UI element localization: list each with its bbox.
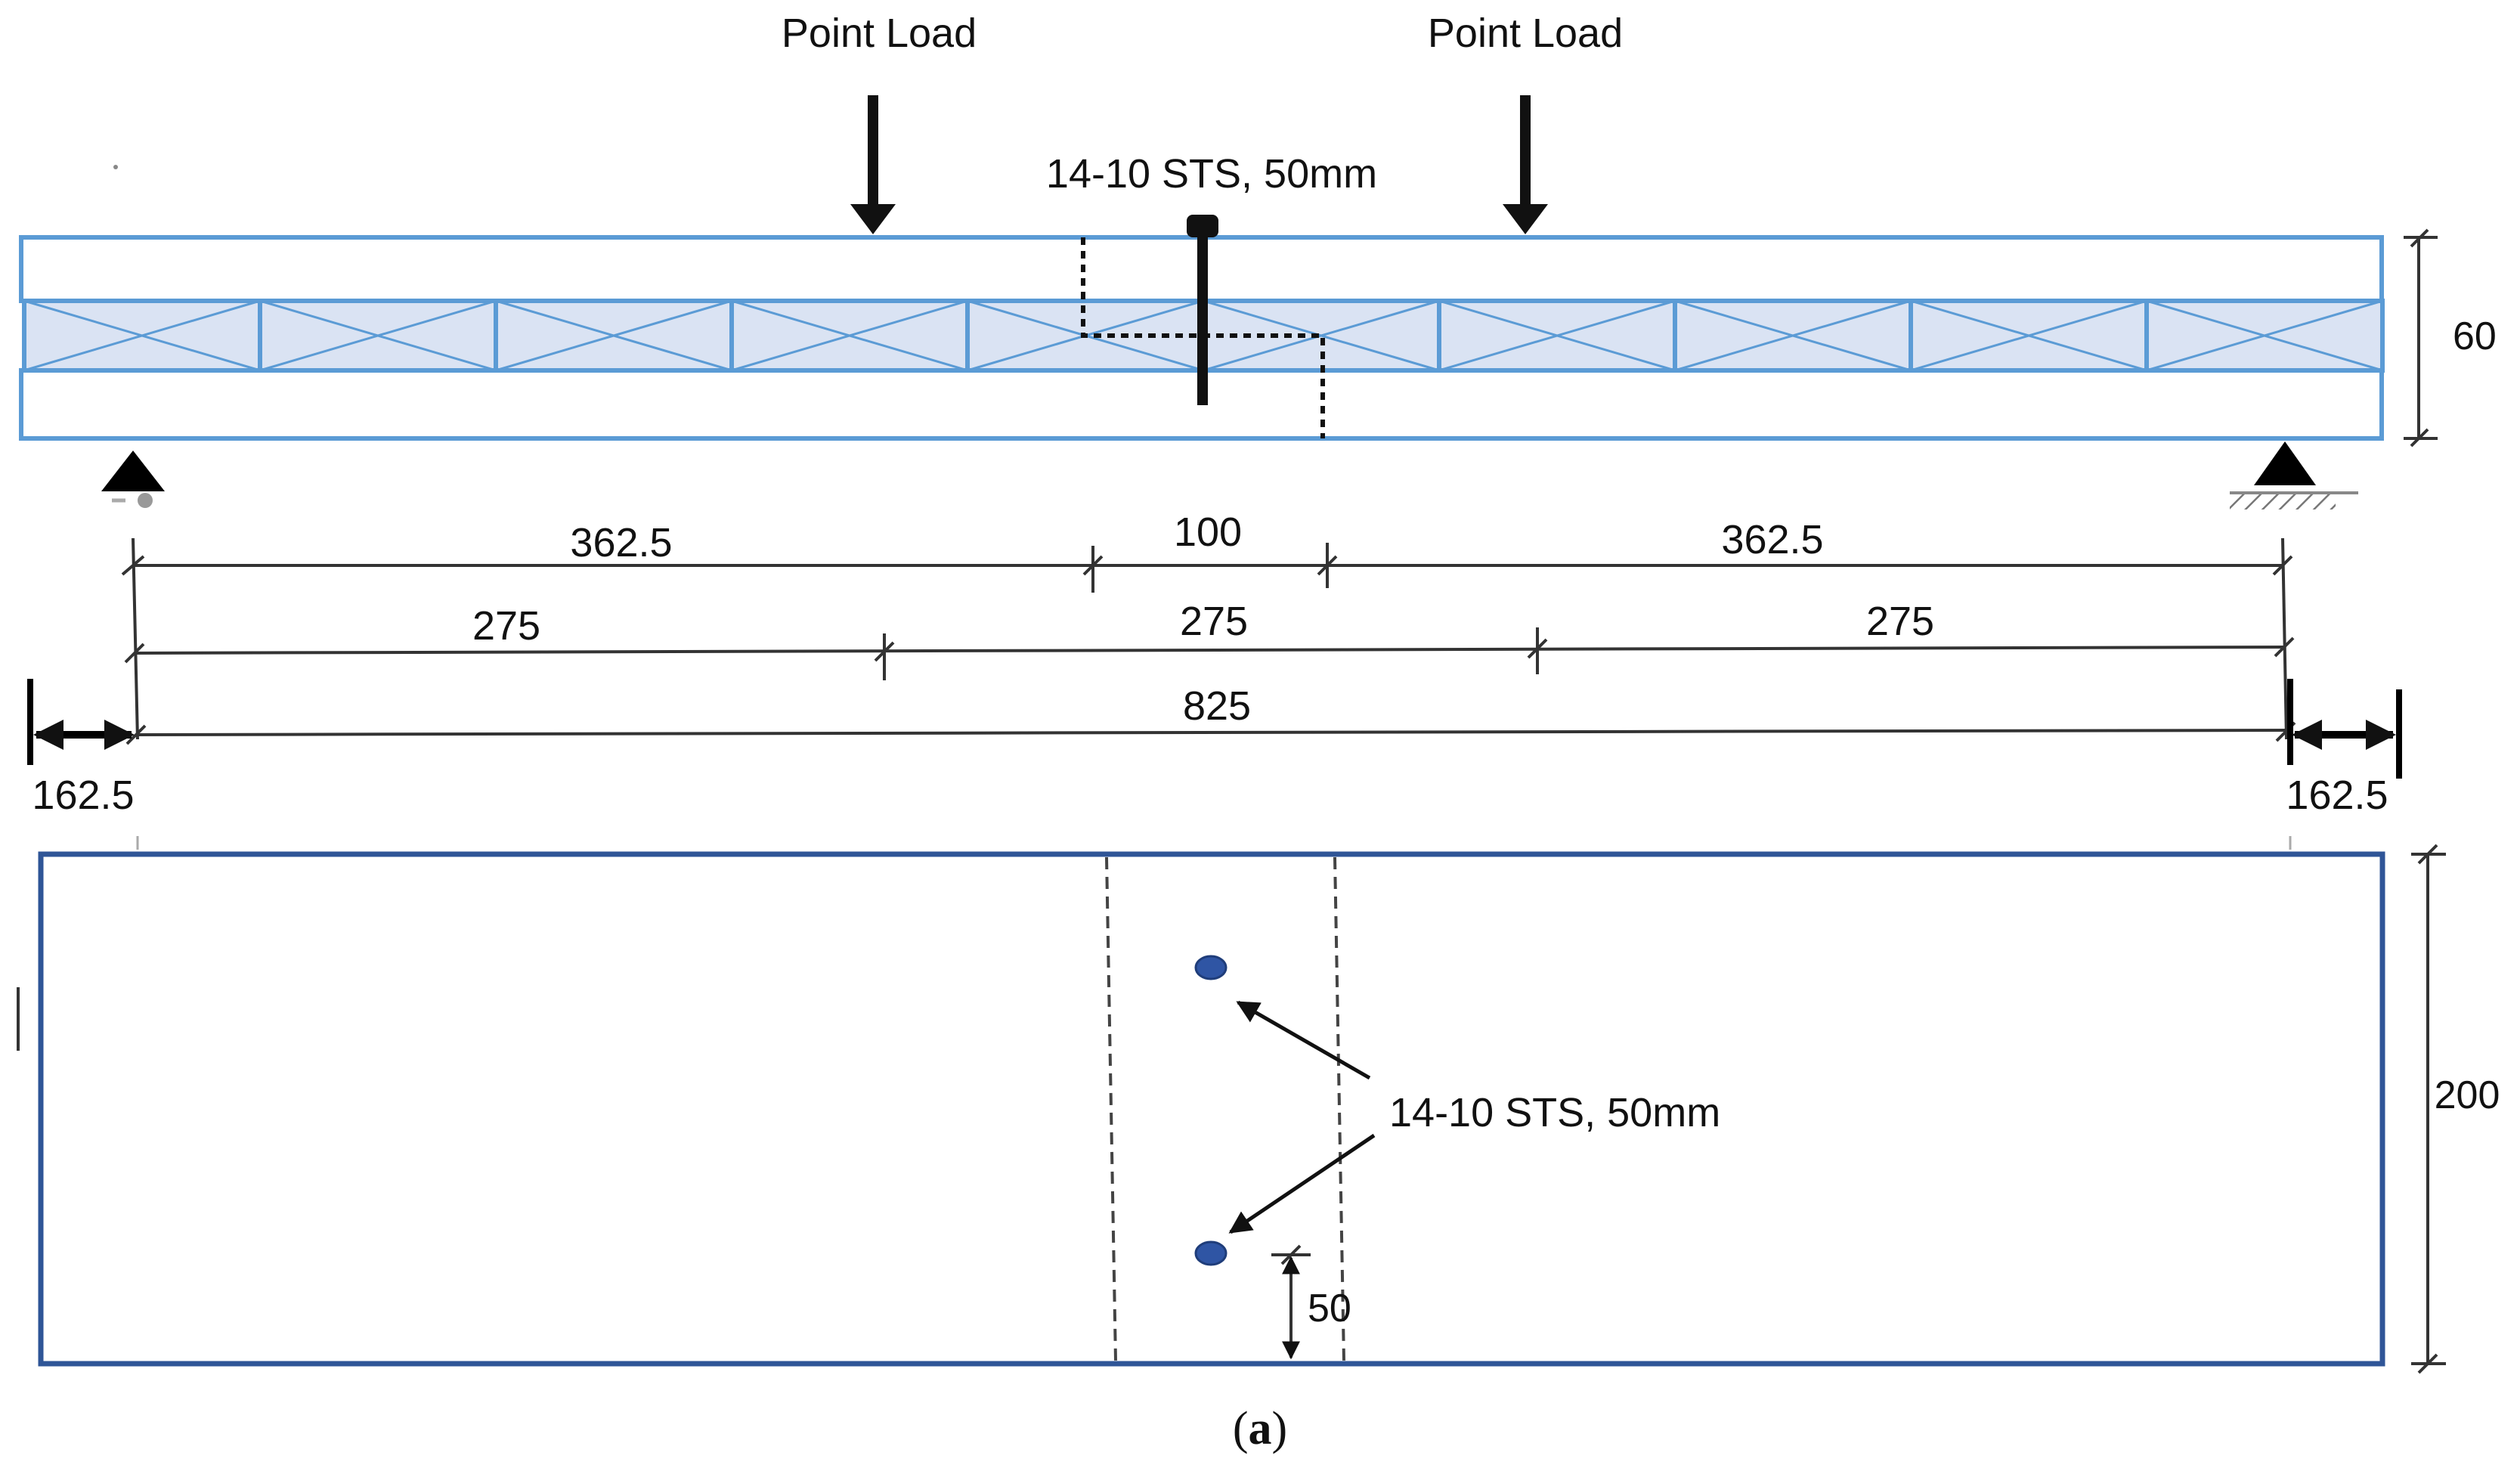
svg-text:(a): (a) xyxy=(1233,1403,1287,1454)
screw-leader-arrows xyxy=(1228,1000,1376,1234)
depth-dimension xyxy=(2404,228,2438,448)
width-label: 200 xyxy=(2435,1073,2500,1117)
edge-distance-label: 50 xyxy=(1308,1287,1351,1330)
caption-letter: a xyxy=(1249,1403,1272,1454)
point-load-arrow-left xyxy=(850,95,896,234)
depth-label: 60 xyxy=(2453,314,2497,358)
dim-row2-center: 275 xyxy=(1180,599,1248,644)
edge-distance-dimension xyxy=(1271,1244,1311,1360)
screw-dot-top xyxy=(1194,955,1227,980)
dimension-labels: 362.5 100 362.5 275 275 275 825 162.5 16… xyxy=(32,509,2388,818)
core-panel xyxy=(2144,299,2383,372)
figure-caption: (a) xyxy=(1233,1403,1287,1454)
dim-overhang-right: 162.5 xyxy=(2286,773,2388,818)
dimension-lines xyxy=(121,537,2296,745)
plan-dashed-left xyxy=(1105,856,1117,1361)
caption-close: ) xyxy=(1272,1403,1288,1454)
core-panel xyxy=(1909,299,2147,372)
plan-view: 14-10 STS, 50mm 50 200 xyxy=(17,836,2500,1374)
dim-span: 825 xyxy=(1183,683,1251,729)
core-panel xyxy=(1437,299,1676,372)
pin-support-left xyxy=(101,451,165,508)
screw-dot-bottom xyxy=(1194,1240,1227,1266)
dim-row1-left: 362.5 xyxy=(570,520,672,565)
core-panel xyxy=(23,299,261,372)
screw-label-elevation: 14-10 STS, 50mm xyxy=(1046,151,1377,197)
dim-overhang-left: 162.5 xyxy=(32,773,134,818)
image-speck xyxy=(113,165,118,169)
plan-dashed-right xyxy=(1333,856,1345,1361)
overhang-left-arrow xyxy=(27,679,135,765)
width-dimension xyxy=(2411,844,2446,1374)
core-panel xyxy=(729,299,968,372)
point-load-label-left: Point Load xyxy=(782,11,977,56)
dim-row2-right: 275 xyxy=(1866,599,1934,644)
dim-row2-left: 275 xyxy=(472,603,540,649)
elevation-view: Point Load Point Load 14-10 STS, 50mm xyxy=(19,11,2497,509)
connection-detail-dotted xyxy=(1081,237,1325,438)
overhang-right-arrow xyxy=(2287,679,2402,779)
screw-elevation xyxy=(1187,215,1218,405)
core-panel xyxy=(258,299,497,372)
dim-row1-right: 362.5 xyxy=(1721,517,1823,562)
screw-label-plan: 14-10 STS, 50mm xyxy=(1389,1090,1720,1135)
caption-open: ( xyxy=(1233,1403,1249,1454)
roller-support-right xyxy=(2230,441,2358,509)
core-panel xyxy=(1673,299,1912,372)
dim-row1-center: 100 xyxy=(1174,509,1242,555)
point-load-arrow-right xyxy=(1503,95,1548,234)
core-panel xyxy=(494,299,732,372)
plan-outline xyxy=(38,851,2385,1367)
point-load-label-right: Point Load xyxy=(1428,11,1623,56)
